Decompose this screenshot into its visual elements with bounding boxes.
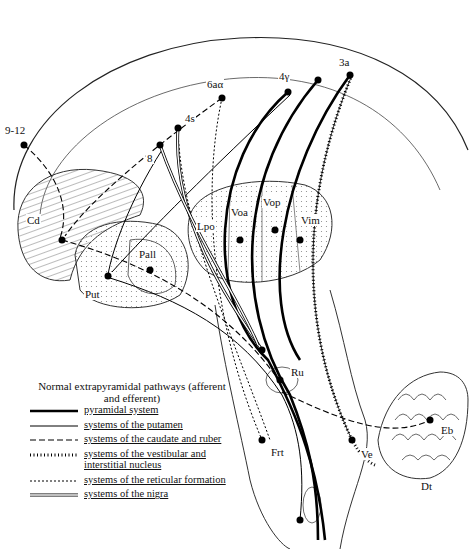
legend-heading: Normal extrapyramidal pathways (afferent… [36, 380, 228, 404]
legend-text: pyramidal system [84, 404, 244, 416]
legend-text: systems of the vestibular and interstiti… [84, 448, 244, 471]
area-label: Eb [440, 424, 454, 436]
area-label: 9-12 [4, 124, 26, 136]
legend-row: pyramidal system [28, 404, 246, 416]
area-label: Frt [270, 446, 285, 458]
area-label: Ru [290, 366, 305, 378]
legend-line-sample [28, 491, 80, 499]
legend-text: systems of the caudate and ruber [84, 433, 244, 445]
legend-row: systems of the reticular formation [28, 474, 246, 486]
area-label: Ve [360, 448, 374, 460]
area-label: Vop [262, 196, 282, 208]
area-label: 4s [184, 112, 196, 124]
legend-line-sample [28, 407, 80, 415]
legend-line-sample [28, 422, 80, 430]
legend-line-sample [28, 436, 80, 444]
area-label: Lpo [196, 220, 216, 232]
area-label: 4γ [278, 70, 290, 82]
legend-text: systems of the putamen [84, 419, 244, 431]
area-label: 8 [146, 152, 154, 164]
area-label: Dt [420, 480, 433, 492]
legend-row: systems of the vestibular and interstiti… [28, 448, 246, 471]
area-label: Cd [26, 214, 41, 226]
legend-row: systems of the putamen [28, 419, 246, 431]
legend-text: systems of the reticular formation [84, 474, 244, 486]
area-label: Vim [300, 214, 321, 226]
area-label: Voa [230, 206, 249, 218]
area-label: Put [84, 288, 101, 300]
area-label: Pall [138, 248, 157, 260]
legend-row: systems of the nigra [28, 488, 246, 500]
area-label: 3a [338, 56, 350, 68]
legend-row: systems of the caudate and ruber [28, 433, 246, 445]
area-label: 6aα [206, 78, 224, 90]
legend: pyramidal system systems of the putamen sy… [28, 404, 246, 503]
legend-line-sample [28, 477, 80, 485]
legend-line-sample [28, 451, 80, 459]
legend-text: systems of the nigra [84, 488, 244, 500]
